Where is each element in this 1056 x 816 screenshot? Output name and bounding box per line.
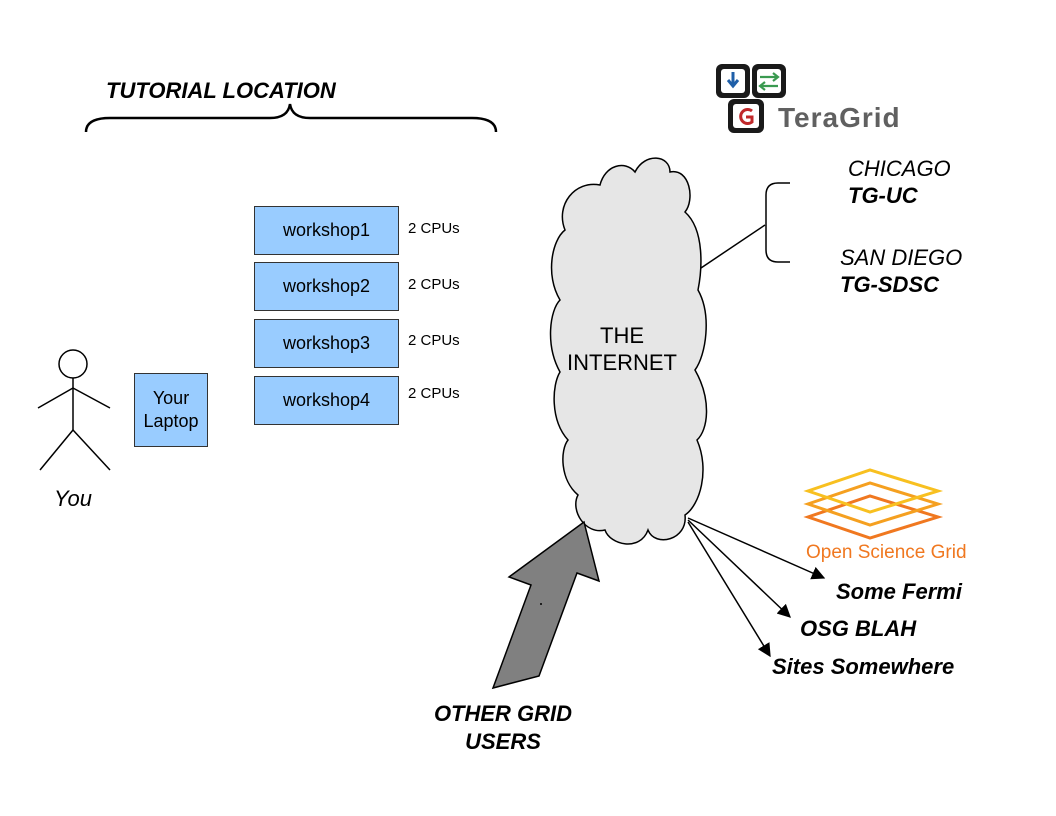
osg-logo-text: Open Science Grid — [806, 542, 967, 563]
workshop-box-3: workshop3 — [254, 319, 399, 368]
workshop-name: workshop1 — [282, 220, 371, 240]
osg-site-3: Sites Somewhere — [772, 654, 955, 679]
osg-arrow-2 — [687, 519, 791, 618]
workshop-cpus-4: 2 CPUs — [408, 385, 460, 402]
stick-figure-icon — [37, 349, 111, 471]
workshop-box-2: workshop2 — [254, 262, 399, 311]
teragrid-logo-text: TeraGrid — [778, 102, 901, 133]
workshop-cpus-3: 2 CPUs — [408, 332, 460, 349]
laptop-label-line2: Laptop — [143, 411, 199, 431]
internet-label-line2: INTERNET — [567, 350, 677, 375]
workshop-box-4: workshop4 — [254, 376, 399, 425]
teragrid-site-code-2: TG-SDSC — [840, 272, 939, 297]
workshop-name: workshop2 — [282, 276, 371, 296]
workshop-name: workshop4 — [282, 390, 371, 410]
osg-logo-icon — [803, 468, 944, 540]
teragrid-connector — [700, 224, 766, 269]
teragrid-site-code-1: TG-UC — [848, 183, 918, 208]
teragrid-bracket — [765, 182, 790, 263]
teragrid-logo-icon — [716, 64, 786, 133]
workshop-box-1: workshop1 — [254, 206, 399, 255]
internet-label-line1: THE — [600, 323, 644, 348]
other-users-line1: OTHER GRID — [433, 701, 573, 726]
osg-site-1: Some Fermi — [836, 579, 962, 604]
other-users-arrow — [491, 520, 601, 690]
tutorial-brace — [84, 103, 498, 133]
teragrid-site-city-1: CHICAGO — [848, 156, 951, 181]
osg-site-2: OSG BLAH — [800, 616, 917, 641]
laptop-label-line1: Your — [152, 388, 190, 408]
laptop-box: Your Laptop — [134, 373, 208, 447]
workshop-cpus-2: 2 CPUs — [408, 276, 460, 293]
internet-cloud — [549, 157, 708, 545]
workshop-cpus-1: 2 CPUs — [408, 220, 460, 237]
osg-arrow-3 — [687, 521, 771, 658]
teragrid-site-city-2: SAN DIEGO — [840, 245, 963, 270]
you-label: You — [54, 486, 92, 511]
osg-arrow-1 — [687, 517, 826, 580]
other-users-line2: USERS — [465, 729, 541, 754]
internet-label: THE INTERNET — [560, 322, 684, 376]
workshop-name: workshop3 — [282, 333, 371, 353]
other-users-label: OTHER GRID USERS — [418, 700, 588, 756]
tutorial-location-title: TUTORIAL LOCATION — [106, 78, 336, 103]
